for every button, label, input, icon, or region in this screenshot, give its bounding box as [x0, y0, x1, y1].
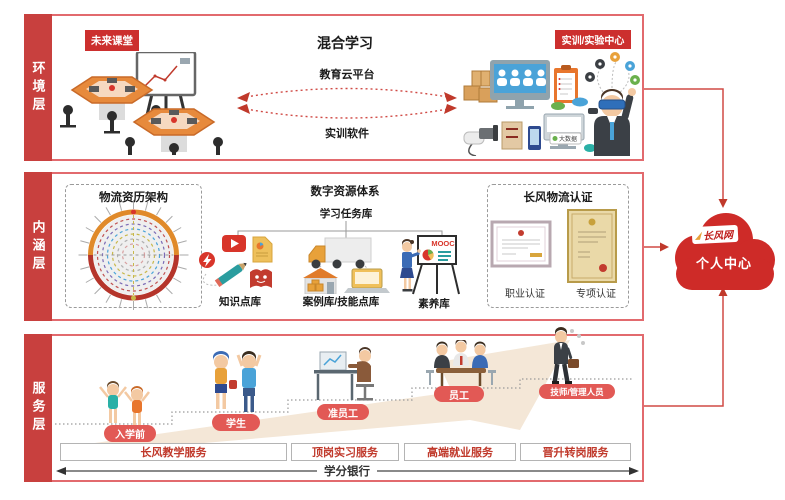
- blended-learning-title: 混合学习: [317, 35, 373, 51]
- service-box-internship: 顶岗实习服务: [291, 443, 399, 461]
- logistics-certification-title: 长风物流认证: [523, 192, 593, 204]
- certificates-illustration: [490, 209, 617, 283]
- special-certificate-icon: [567, 209, 617, 283]
- case-library-icons: [303, 237, 390, 294]
- truck-icon: [308, 237, 372, 269]
- logo-bolt-icon: [694, 231, 703, 240]
- qualification-framework-title: 物流资历架构: [99, 192, 168, 204]
- employee-meeting-icon: [426, 340, 496, 386]
- case-skill-library-label: 案例库/技能点库: [302, 296, 380, 308]
- clipboard-icon: [554, 65, 578, 103]
- pencil-icon: [214, 262, 247, 288]
- professional-certificate-icon: [490, 220, 552, 268]
- big-data-sign: 大数据: [549, 132, 582, 145]
- cardboard-boxes-icon: [463, 70, 498, 103]
- training-software-label: 实训软件: [325, 128, 369, 140]
- monitor-team-icon: [490, 60, 550, 109]
- special-cert-label: 专项认证: [576, 289, 616, 300]
- service-box-teaching: 长风教学服务: [60, 443, 287, 461]
- laptop-icon: [344, 268, 390, 293]
- environment-layer-label: 环境层: [24, 14, 52, 161]
- quality-library-label: 素养库: [418, 298, 450, 310]
- qualification-radar-chart: [78, 200, 189, 310]
- training-center-illustration: 大数据: [463, 52, 640, 156]
- digital-resource-title: 数字资源体系: [310, 186, 380, 198]
- document-icon: [252, 236, 273, 263]
- education-cloud-platform-label: 教育云平台: [319, 69, 375, 81]
- stage-badge-employee: 员工: [434, 386, 484, 402]
- service-box-employment: 高端就业服务: [404, 443, 516, 461]
- mooc-presenter-icon: MOOC: [400, 235, 460, 295]
- stage-badge-quasi-employee: 准员工: [317, 404, 369, 420]
- content-layer-label: 内涵层: [24, 172, 52, 321]
- barcode-scanner-icon: [463, 125, 498, 156]
- flash-icon: [199, 252, 215, 268]
- service-layer-label: 服务层: [24, 334, 52, 482]
- personal-center-label: 个人中心: [695, 256, 752, 271]
- vr-person-icon: [585, 52, 640, 156]
- warehouse-icon: [303, 268, 338, 294]
- svg-text:大数据: 大数据: [559, 135, 577, 143]
- students-icon: [213, 351, 262, 412]
- future-classroom-tag: 未来课堂: [85, 30, 139, 51]
- stage-badge-pre-enrollment: 入学前: [104, 425, 156, 442]
- trainee-at-desk-icon: [314, 347, 374, 401]
- knowledge-library-icons: [199, 235, 273, 288]
- cloud-icon: [675, 213, 775, 290]
- file-cabinet-icon: [501, 121, 523, 150]
- service-box-promotion: 晋升转岗服务: [520, 443, 631, 461]
- iot-desktop-icon: 大数据: [528, 97, 598, 152]
- stage-badge-technician-manager: 技师/管理人员: [539, 384, 615, 399]
- manager-walking-icon: [552, 327, 585, 384]
- knowledge-library-label: 知识点库: [219, 296, 261, 308]
- svg-text:MOOC: MOOC: [431, 239, 455, 248]
- bidirectional-dotted-arrows: [237, 87, 457, 119]
- book-icon: [250, 269, 272, 288]
- task-library-label: 学习任务库: [319, 208, 373, 220]
- floating-tech-icons: [585, 52, 640, 85]
- future-classroom-illustration: [59, 52, 227, 155]
- professional-cert-label: 职业认证: [505, 289, 545, 300]
- logo-text: 长风网: [702, 230, 734, 243]
- credit-bank-label: 学分银行: [317, 463, 377, 479]
- logistics-certification-box: [487, 184, 629, 308]
- stage-badge-student: 学生: [212, 414, 260, 431]
- changfeng-logo: 长风网: [691, 224, 739, 245]
- training-center-tag: 实训/实验中心: [555, 30, 631, 49]
- hex-table-icon: [121, 108, 227, 155]
- play-icon: [222, 235, 246, 252]
